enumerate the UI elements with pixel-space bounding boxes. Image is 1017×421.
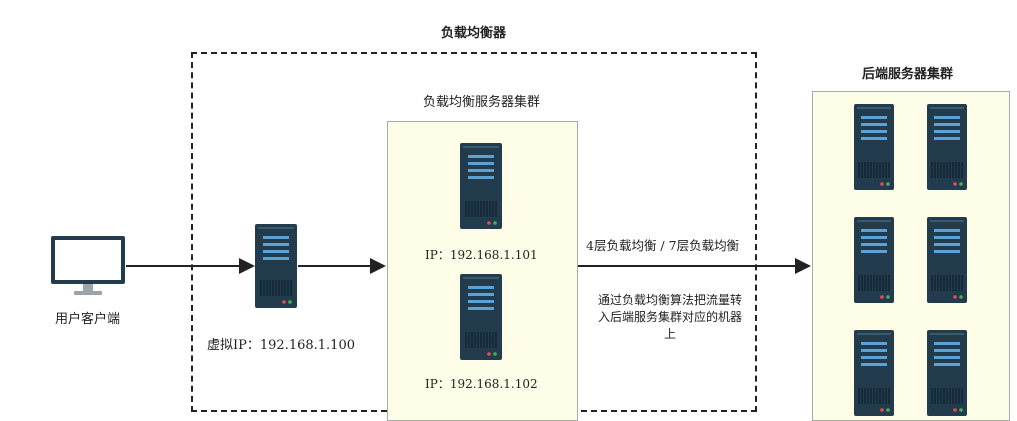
lb-description-line-1: 通过负载均衡算法把流量转 [597,293,742,307]
virtual-ip-label: 虚拟IP：192.168.1.100 [207,338,355,353]
server-icon [854,104,894,190]
lb-description: 通过负载均衡算法把流量转 入后端服务集群对应的机器 上 [586,292,754,343]
server-icon [927,217,967,303]
backend-cluster-title: 后端服务器集群 [862,67,954,82]
backend-server-cluster [812,91,1010,421]
client-label: 用户客户端 [55,312,121,327]
lb-description-line-3: 上 [663,327,676,341]
server-icon [927,330,967,416]
lb-description-line-2: 入后端服务集群对应的机器 [597,310,742,324]
server-icon [460,274,502,360]
server-icon [854,330,894,416]
server-icon [927,104,967,190]
layer-lb-label: 4层负载均衡 / 7层负载均衡 [586,238,740,253]
lb-server-1-ip: IP：192.168.1.101 [425,248,538,262]
load-balancer-title: 负载均衡器 [441,26,507,41]
server-icon [854,217,894,303]
server-icon [255,224,297,308]
lb-server-2-ip: IP：192.168.1.102 [425,377,538,391]
lb-cluster-title: 负载均衡服务器集群 [423,95,541,110]
server-icon [460,143,502,229]
monitor-icon [50,235,126,297]
